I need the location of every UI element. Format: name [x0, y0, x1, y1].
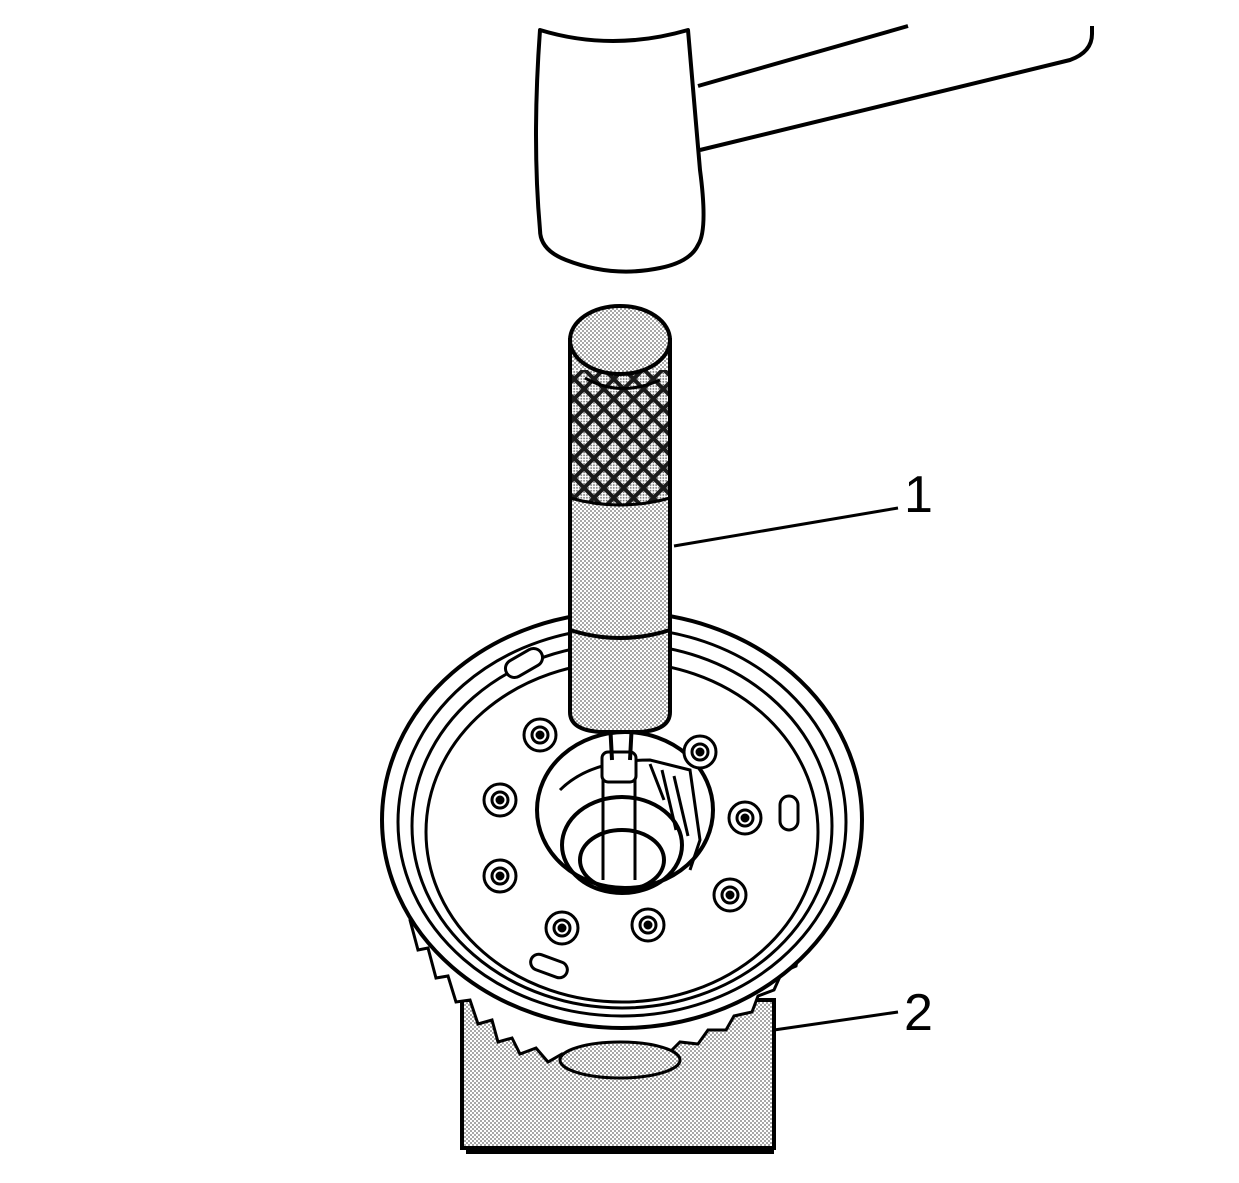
- pin-punch: [568, 304, 672, 761]
- leader-line-2: [773, 1010, 899, 1032]
- pinion-pins: [482, 717, 763, 946]
- callout-2: 2: [904, 984, 933, 1042]
- planetary-carrier: [380, 610, 864, 1154]
- bore-inner: [560, 795, 684, 895]
- callout-1: 1: [904, 466, 933, 524]
- leader-line-1: [673, 506, 899, 548]
- leader-lines: [673, 506, 899, 1032]
- slot: [529, 952, 569, 980]
- bore-inner-2: [578, 828, 666, 892]
- hammer-handle: [697, 24, 1094, 152]
- hammer-head: [534, 28, 706, 274]
- punch-top: [568, 304, 672, 376]
- slot: [503, 647, 545, 679]
- hammer: [534, 24, 1094, 274]
- slot: [778, 794, 800, 832]
- punch-knurl: [572, 370, 668, 505]
- hub-shadow: [558, 1040, 682, 1080]
